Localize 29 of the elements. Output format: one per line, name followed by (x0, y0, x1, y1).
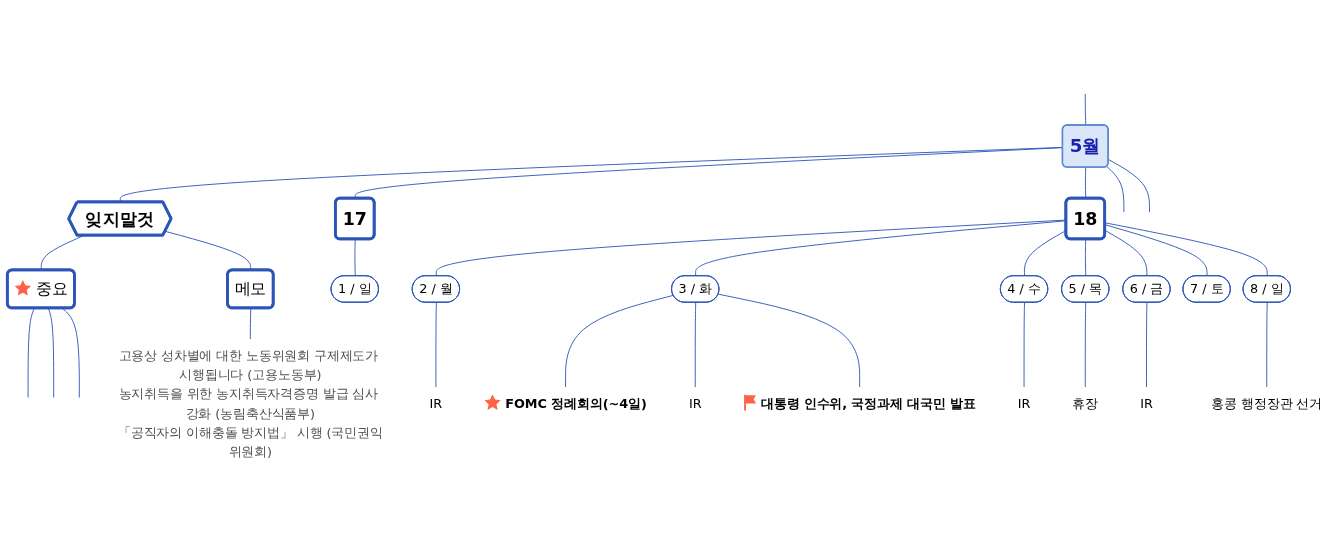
connector (1084, 302, 1087, 388)
connector (435, 302, 437, 388)
node-text: IR (688, 396, 702, 411)
node-text: IR (429, 396, 443, 411)
connector (1266, 302, 1268, 388)
node-text: FOMC 정례회의(~4일) (505, 396, 647, 411)
connector (1084, 93, 1087, 126)
node-text: 고용상 성차별에 대한 노동위원회 구제제도가 시행됩니다 (고용노동부) 농지취득을 위한 농지취득자격증명 발급 심사 강화 (농림축산식품부) 「공직자의 이해충돌 방지법」 시행 (국민권익위원회) (118, 348, 383, 459)
connector (27, 307, 35, 398)
connector (354, 238, 356, 277)
connector (1104, 229, 1148, 277)
connector (62, 307, 80, 398)
connector (249, 307, 252, 340)
node-text: IR (1140, 396, 1153, 411)
connector (1104, 224, 1208, 277)
connector (1104, 222, 1268, 277)
connector (1146, 302, 1148, 388)
connector (694, 302, 697, 388)
connector (565, 294, 674, 388)
connector (1106, 166, 1125, 213)
node-text: 대통령 인수위, 국정과제 대국민 발표 (760, 396, 976, 411)
connector (718, 293, 861, 388)
connector (1084, 238, 1087, 277)
connector (47, 307, 55, 398)
node-text: 홍콩 행정장관 선거 (1211, 396, 1323, 411)
connector (1023, 302, 1025, 388)
node-text: IR (1017, 396, 1031, 411)
connector (1108, 159, 1150, 213)
node-text: 휴장 (1072, 396, 1099, 411)
